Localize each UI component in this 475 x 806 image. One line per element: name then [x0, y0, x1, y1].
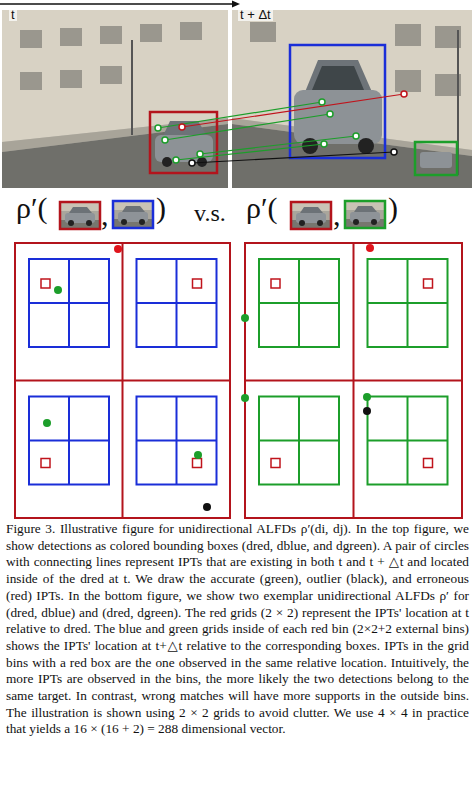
- detection-thumbnails: [60, 201, 385, 229]
- figure-illustration: [0, 0, 475, 520]
- ipt-tracks: [155, 91, 407, 166]
- frame-t-plus-dt: [232, 10, 472, 188]
- formula-symbol: ): [388, 193, 398, 223]
- figure-caption: Figure 3. Illustrative figure for unidir…: [6, 521, 469, 738]
- alfd-grid-blue: [15, 243, 230, 518]
- arrow-head: [232, 1, 240, 8]
- formula-symbol: ρ′(: [16, 193, 48, 223]
- formula-symbol: ): [156, 193, 166, 223]
- formula-symbol: ,: [101, 200, 109, 230]
- alfd-grid-green: [241, 243, 462, 518]
- formula-symbol: ,: [333, 200, 341, 230]
- time-label: t + Δt: [238, 8, 273, 21]
- frame-t: [2, 10, 228, 188]
- formula-symbol: ρ′(: [246, 193, 278, 223]
- time-label: t: [9, 8, 17, 21]
- time-arrow: [0, 3, 236, 5]
- formula-text: v.s.: [194, 201, 226, 225]
